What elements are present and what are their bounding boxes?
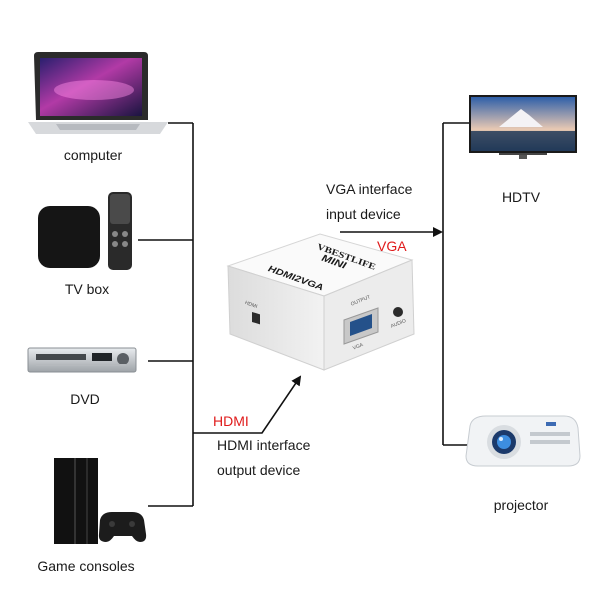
vga-desc-line2: input device	[326, 206, 401, 222]
hdtv-icon	[469, 95, 579, 161]
source-label-game-consoles: Game consoles	[37, 558, 135, 574]
projector-icon	[464, 410, 582, 472]
output-label-hdtv: HDTV	[501, 189, 541, 205]
hdmi-desc-line1: HDMI interface	[217, 437, 311, 453]
hdmi2vga-converter: VBESTLIFE MINI HDMI2VGA OUTPUT AUDIO VGA…	[226, 228, 422, 374]
dvd-player-icon	[26, 344, 138, 376]
source-label-tv-box: TV box	[64, 281, 110, 297]
vga-desc-line1: VGA interface	[326, 181, 413, 197]
hdmi-desc-line2: output device	[217, 462, 301, 478]
laptop-icon	[28, 50, 170, 138]
hdmi-arrow	[193, 375, 302, 434]
source-label-dvd: DVD	[70, 391, 100, 407]
hdmi-signal-label: HDMI	[213, 413, 249, 429]
source-label-computer: computer	[63, 147, 123, 163]
output-label-projector: projector	[493, 497, 549, 513]
tv-box-icon	[36, 190, 136, 274]
game-console-icon	[52, 456, 148, 548]
vga-signal-label: VGA	[377, 238, 407, 254]
